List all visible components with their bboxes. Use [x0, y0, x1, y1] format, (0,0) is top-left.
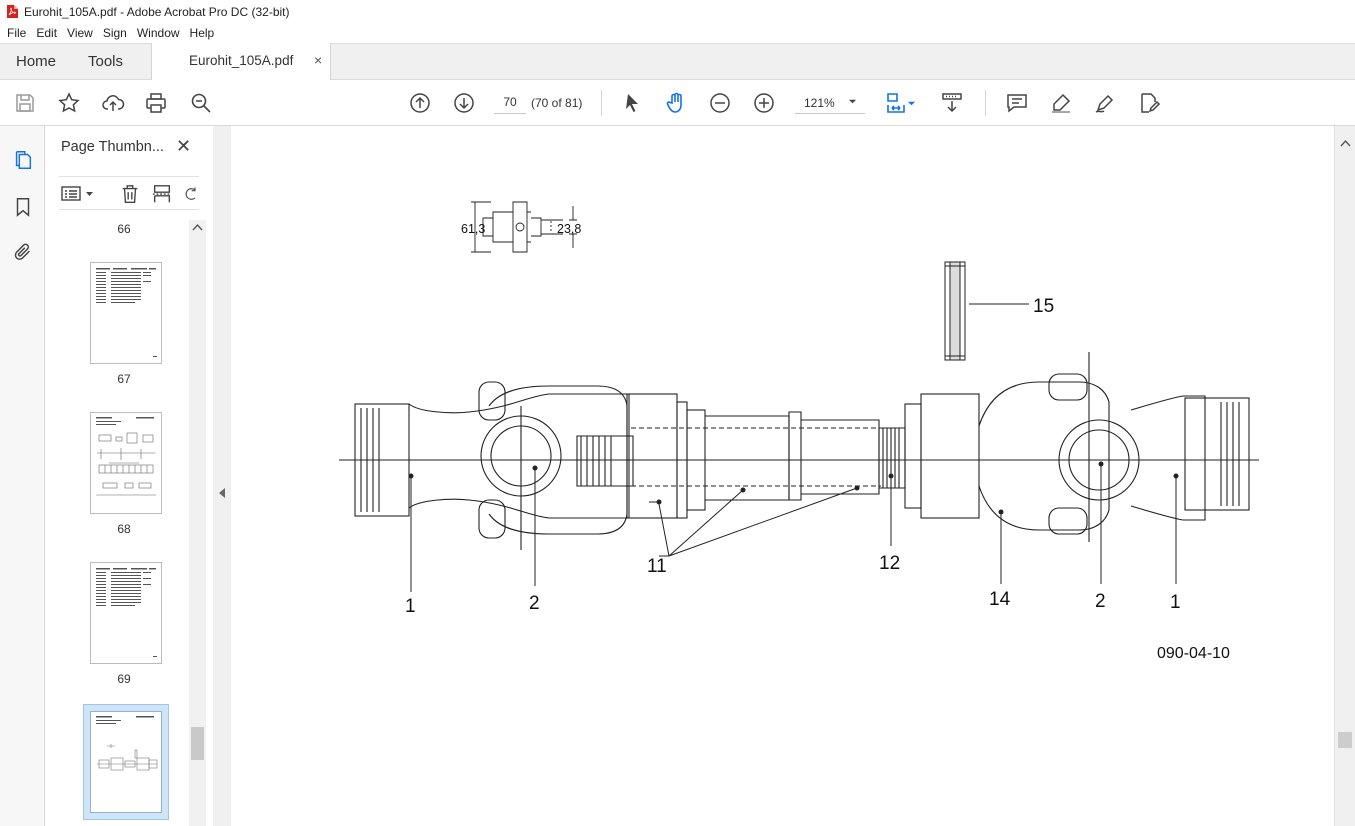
page-thumbnails-panel: Page Thumbn... ✕ 66	[45, 126, 213, 826]
main-toolbar	[0, 80, 1355, 126]
insert-page-icon[interactable]	[151, 181, 173, 207]
thumbnail-preview	[96, 568, 157, 657]
page-count-label: (70 of 81)	[531, 96, 583, 110]
thumbnail-page-69[interactable]	[90, 562, 162, 664]
upload-cloud-icon[interactable]	[99, 89, 127, 117]
tab-bar: Home Tools Eurohit_105A.pdf ×	[0, 43, 1355, 81]
panel-collapse-rail[interactable]	[213, 126, 231, 826]
panel-title: Page Thumbn...	[61, 139, 164, 155]
callout-leaders	[408, 461, 1179, 592]
tab-tools[interactable]: Tools	[88, 53, 124, 70]
callout-14: 14	[989, 589, 1011, 610]
toolbar-separator	[601, 90, 602, 116]
title-bar: Eurohit_105A.pdf - Adobe Acrobat Pro DC …	[0, 0, 1355, 23]
callout-2-left: 2	[529, 593, 540, 614]
callout-12: 12	[879, 553, 900, 574]
chevron-up-icon[interactable]	[1340, 139, 1351, 147]
callout-2-right: 2	[1095, 591, 1106, 612]
thumbnail-scrollbar[interactable]	[189, 220, 206, 826]
zoom-dropdown[interactable]: 121%	[795, 91, 865, 114]
page-fit-dropdown-icon[interactable]	[904, 89, 918, 117]
sign-pen-icon[interactable]	[1091, 89, 1119, 117]
thumbnail-label: 66	[117, 222, 131, 236]
thumbnail-page-68[interactable]	[90, 412, 162, 514]
tab-home[interactable]: Home	[16, 53, 57, 70]
menu-edit[interactable]: Edit	[36, 26, 58, 40]
close-tab-icon[interactable]: ×	[314, 52, 323, 68]
menu-view[interactable]: View	[67, 26, 93, 40]
find-zoom-icon[interactable]	[187, 89, 215, 117]
fill-sign-icon[interactable]	[1135, 89, 1163, 117]
page-thumbnails-icon[interactable]	[10, 147, 36, 173]
attachments-paperclip-icon[interactable]	[10, 239, 36, 265]
chevron-down-icon	[848, 99, 857, 104]
tab-document[interactable]: Eurohit_105A.pdf ×	[151, 43, 331, 81]
thumbnail-options-icon[interactable]	[61, 181, 95, 207]
menu-file[interactable]: File	[7, 26, 27, 40]
thumbnail-label: 69	[117, 672, 131, 686]
window-title: Eurohit_105A.pdf - Adobe Acrobat Pro DC …	[24, 4, 290, 19]
thumbnail-page-67[interactable]	[90, 262, 162, 364]
scrollbar-thumb[interactable]	[191, 727, 204, 760]
cross-width-dimension: 61,3	[461, 222, 485, 236]
close-panel-icon[interactable]: ✕	[176, 136, 192, 156]
zoom-in-icon[interactable]	[750, 89, 778, 117]
navigation-rail	[0, 126, 45, 826]
scrollbar-thumb[interactable]	[1338, 732, 1352, 748]
thumbnail-preview	[96, 417, 156, 496]
toolbar-separator	[985, 90, 986, 116]
pdf-file-icon	[7, 5, 18, 18]
comment-icon[interactable]	[1003, 89, 1031, 117]
right-yoke-assembly	[878, 352, 1250, 542]
menu-sign[interactable]: Sign	[102, 26, 127, 40]
bookmark-star-icon[interactable]	[55, 89, 83, 117]
select-cursor-icon[interactable]	[618, 89, 646, 117]
menu-help[interactable]: Help	[189, 26, 215, 40]
hand-tool-icon[interactable]	[662, 89, 690, 117]
collapse-left-icon[interactable]	[218, 487, 226, 499]
callout-1-left: 1	[405, 596, 416, 617]
thumbnail-tools	[59, 176, 199, 210]
document-view[interactable]: 61,3 23,8 15	[231, 126, 1334, 826]
thumbnail-preview	[96, 716, 158, 771]
rotate-page-icon[interactable]	[183, 181, 199, 207]
callout-11: 11	[647, 556, 667, 577]
callout-15: 15	[1033, 296, 1054, 317]
scroll-mode-icon[interactable]	[938, 89, 966, 117]
cross-journal-sketch	[471, 201, 577, 253]
document-scrollbar[interactable]	[1334, 126, 1355, 826]
previous-page-icon[interactable]	[406, 89, 434, 117]
technical-drawing: 61,3 23,8 15	[339, 201, 1259, 662]
menu-bar: File Edit View Sign Window Help	[0, 23, 1355, 43]
guard-bearing-part	[944, 261, 1029, 361]
thumbnail-label: 67	[117, 372, 131, 386]
document-tab-label: Eurohit_105A.pdf	[189, 53, 294, 68]
thumbnail-list: 66	[59, 220, 189, 826]
next-page-icon[interactable]	[450, 89, 478, 117]
drawing-code: 090-04-10	[1157, 645, 1230, 662]
thumbnail-preview	[96, 268, 157, 357]
delete-page-icon[interactable]	[119, 181, 141, 207]
page-number-input[interactable]	[494, 91, 526, 114]
thumbnail-page-70-selected[interactable]	[83, 704, 169, 820]
thumbnail-label: 68	[117, 522, 131, 536]
menu-window[interactable]: Window	[136, 26, 180, 40]
print-icon[interactable]	[142, 89, 170, 117]
bookmarks-icon[interactable]	[10, 194, 36, 220]
chevron-up-icon[interactable]	[192, 223, 203, 231]
highlight-pen-icon[interactable]	[1047, 89, 1075, 117]
cross-diameter-dimension: 23,8	[557, 222, 581, 236]
save-icon[interactable]	[11, 89, 39, 117]
zoom-value: 121%	[804, 96, 835, 110]
zoom-out-icon[interactable]	[706, 89, 734, 117]
callout-1-right: 1	[1170, 592, 1181, 613]
left-yoke-assembly	[354, 381, 881, 550]
page-fit-icon[interactable]	[882, 89, 910, 117]
